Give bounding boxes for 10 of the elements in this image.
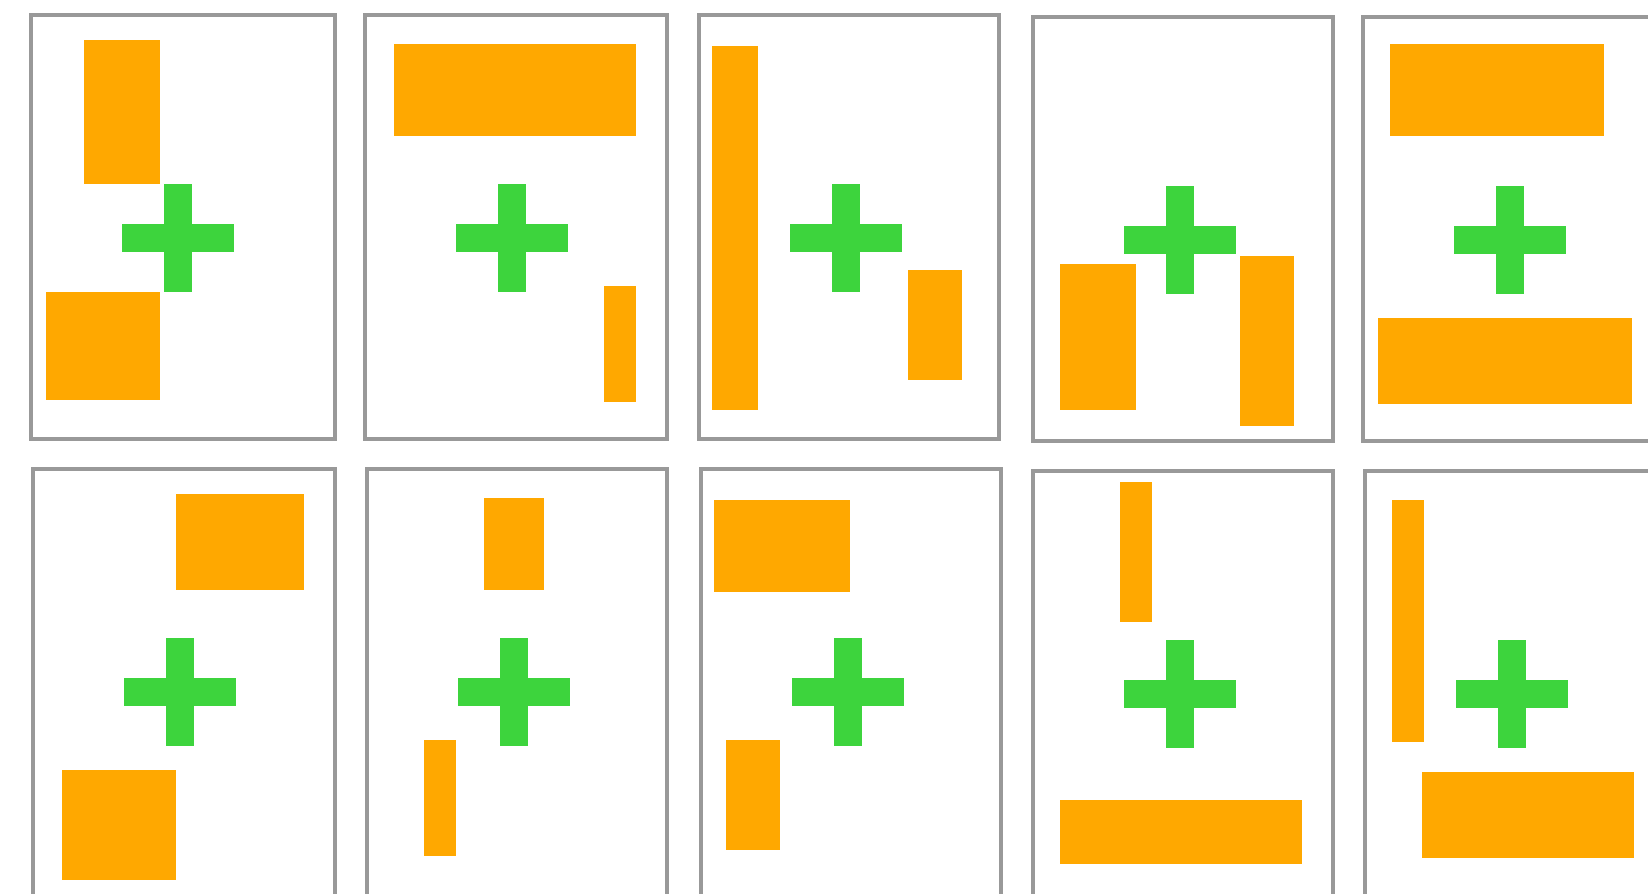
panel-drawing xyxy=(29,13,337,441)
panel-drawing xyxy=(1361,15,1648,443)
panel-drawing xyxy=(699,467,1003,894)
panel-drawing xyxy=(31,467,337,894)
panel-drawing xyxy=(365,467,669,894)
panel-drawing xyxy=(1031,469,1335,894)
panel-drawing xyxy=(697,13,1001,441)
panel-drawing xyxy=(1363,469,1648,894)
panel-drawing xyxy=(363,13,669,441)
panel-drawing xyxy=(1031,15,1335,443)
